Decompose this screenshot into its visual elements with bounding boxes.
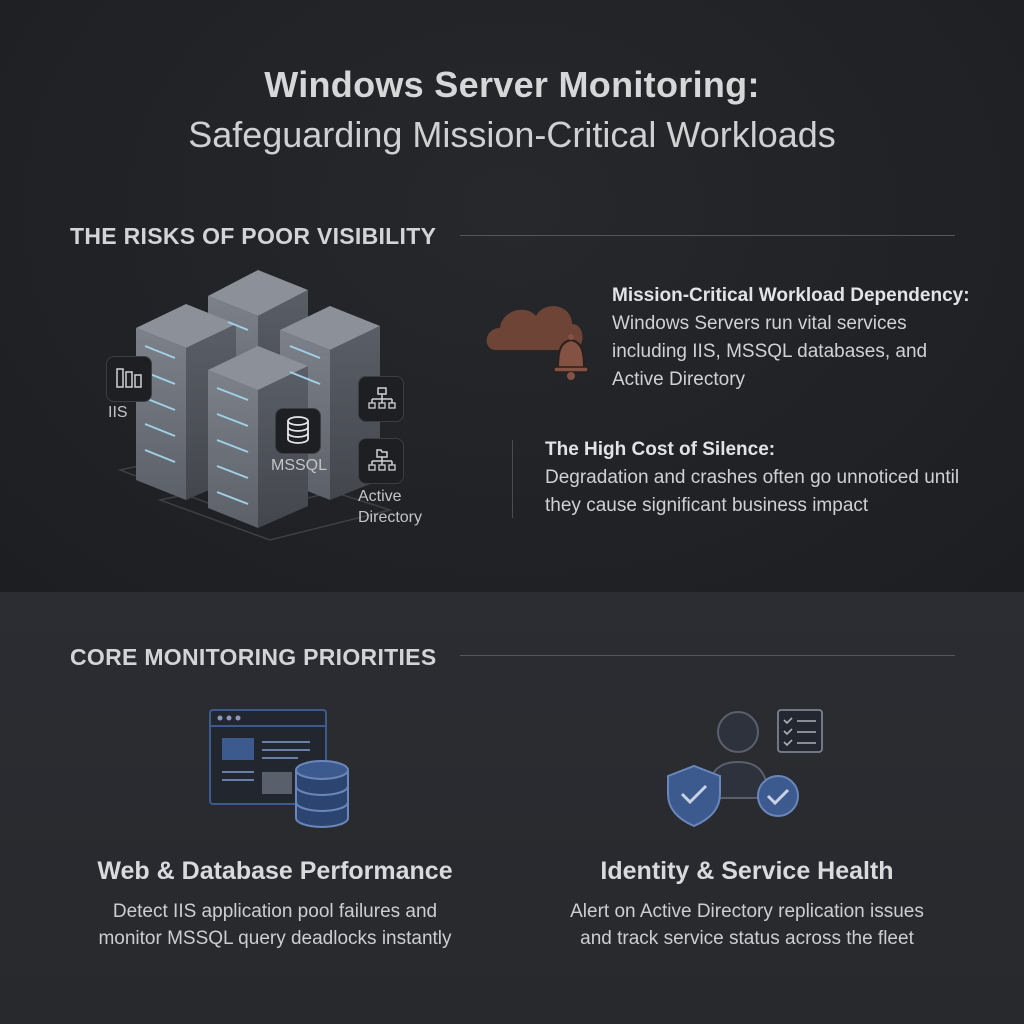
priorities-heading-rule bbox=[460, 655, 955, 656]
iis-badge bbox=[106, 356, 152, 402]
risks-heading-rule bbox=[460, 235, 955, 236]
page-title: Windows Server Monitoring: bbox=[264, 64, 760, 105]
iis-label: IIS bbox=[108, 404, 128, 421]
status-check-icon bbox=[757, 775, 799, 817]
risk-divider bbox=[512, 440, 513, 518]
database-icon bbox=[287, 416, 309, 444]
priority-web-db-title: Web & Database Performance bbox=[97, 857, 453, 885]
priorities-heading: CORE MONITORING PRIORITIES bbox=[70, 644, 437, 670]
priority-identity-description: Alert on Active Directory replication is… bbox=[527, 898, 967, 952]
active-directory-label: Active Directory bbox=[358, 486, 422, 528]
mssql-label: MSSQL bbox=[271, 457, 328, 474]
database-cylinder bbox=[295, 760, 349, 828]
active-directory-label-line2: Directory bbox=[358, 509, 423, 526]
web-database-icon bbox=[209, 709, 349, 828]
iis-icon bbox=[116, 368, 142, 388]
hierarchy-icon bbox=[368, 387, 396, 409]
risk-item-dependency-text: Windows Servers run vital services inclu… bbox=[612, 313, 928, 390]
identity-service-icon bbox=[667, 709, 823, 828]
risks-heading: THE RISKS OF POOR VISIBILITY bbox=[70, 223, 437, 249]
folder-hierarchy-icon bbox=[368, 449, 396, 471]
priorities-section-background bbox=[0, 592, 1024, 1024]
priority-web-db-description: Detect IIS application pool failures and… bbox=[55, 898, 495, 952]
risk-item-dependency: Mission-Critical Workload Dependency: Wi… bbox=[612, 282, 972, 394]
cloud-alert-icon bbox=[486, 306, 589, 380]
priority-web-db-line1: Detect IIS application pool failures and bbox=[112, 901, 438, 922]
priority-identity-line2: and track service status across the flee… bbox=[580, 928, 914, 949]
network-badge bbox=[358, 376, 404, 422]
risk-item-dependency-title: Mission-Critical Workload Dependency: bbox=[612, 285, 970, 306]
risk-item-silence: The High Cost of Silence: Degradation an… bbox=[545, 436, 965, 520]
active-directory-label-line1: Active bbox=[358, 488, 402, 505]
priority-identity-title: Identity & Service Health bbox=[600, 857, 894, 885]
mssql-badge bbox=[275, 408, 321, 454]
shield-check-icon bbox=[667, 764, 721, 828]
priority-web-db-line2: monitor MSSQL query deadlocks instantly bbox=[98, 928, 452, 949]
priority-identity-line1: Alert on Active Directory replication is… bbox=[570, 901, 924, 922]
risk-item-silence-text: Degradation and crashes often go unnotic… bbox=[545, 467, 960, 516]
page-subtitle: Safeguarding Mission-Critical Workloads bbox=[188, 114, 836, 155]
risk-item-silence-title: The High Cost of Silence: bbox=[545, 439, 776, 460]
bell-icon bbox=[553, 334, 589, 380]
checklist-icon bbox=[777, 709, 823, 753]
active-directory-badge bbox=[358, 438, 404, 484]
